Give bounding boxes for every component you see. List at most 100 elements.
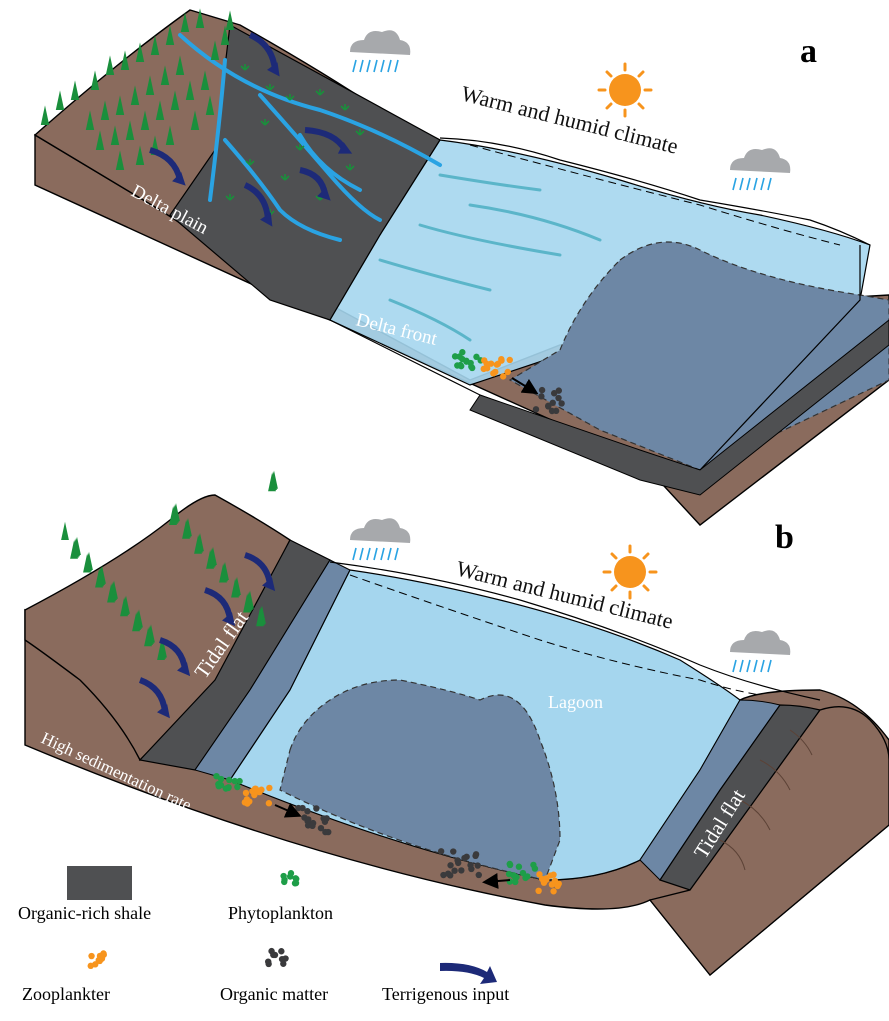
tree-icon: [185, 80, 195, 100]
legend-label-zooplankter: Zooplankter: [22, 984, 110, 1004]
transport-arrow: [482, 873, 511, 889]
organic-matter-particle: [454, 859, 462, 867]
organic-matter-particle: [265, 958, 272, 965]
tree-icon: [220, 25, 230, 45]
panel-a-sun-icon: [597, 62, 653, 118]
zooplankter-particle: [550, 888, 557, 895]
panel-a-forest: [40, 8, 365, 216]
panel-a-biota: [451, 349, 565, 415]
organic-matter-particle: [304, 808, 311, 815]
organic-matter-particle: [280, 960, 287, 967]
panel-b-forest: [61, 470, 278, 660]
tree-icon: [194, 535, 202, 554]
tree-icon: [165, 25, 175, 45]
phytoplankton-particle: [231, 777, 239, 785]
panel-b-right-margin: [639, 699, 781, 881]
organic-matter-particle: [295, 804, 302, 812]
organic-matter-particle: [313, 805, 320, 812]
tree-icon: [157, 641, 165, 660]
plant-icon: [315, 89, 325, 96]
panel-b-right-tidal-flat: [659, 704, 821, 891]
phytoplankton-particle: [451, 353, 459, 360]
plant-icon: [345, 164, 355, 171]
plant-icon: [245, 159, 255, 166]
tree-icon: [243, 594, 251, 613]
legend-item-zooplankter: Zooplankter: [22, 950, 110, 1004]
tree-icon: [145, 75, 155, 95]
tree-icon: [210, 40, 220, 60]
terrigenous-arrowhead: [177, 662, 191, 677]
zooplankter-particle: [492, 368, 499, 376]
tree-icon: [182, 520, 190, 539]
legend-label-phytoplankton: Phytoplankton: [228, 903, 333, 923]
tree-icon: [115, 150, 125, 170]
tree-icon: [219, 564, 227, 583]
tree-icon: [105, 55, 115, 75]
plant-icon: [355, 129, 365, 136]
organic-matter-particle: [461, 854, 468, 862]
tree-icon: [90, 70, 100, 90]
organic-matter-particle: [305, 816, 312, 823]
tree-icon: [256, 608, 264, 627]
panel-a-letter: a: [800, 33, 817, 70]
organic-matter-particle: [458, 867, 465, 874]
phytoplankton-particle: [225, 784, 232, 792]
tree-icon: [155, 100, 165, 120]
panel-b-letter: b: [775, 519, 794, 556]
panel-a-rain-cloud-icon: [350, 30, 411, 73]
panel-a-river-network: [178, 33, 442, 242]
zooplankter-icon: [87, 950, 107, 970]
panel-b-biota: [213, 772, 562, 895]
phytoplankton-particle: [519, 869, 527, 877]
tree-icon: [70, 80, 80, 100]
tree-icon: [115, 95, 125, 115]
zooplankter-particle: [100, 951, 107, 958]
tree-icon: [190, 110, 200, 130]
phytoplankton-particle: [512, 878, 519, 886]
tree-icon: [132, 613, 140, 632]
tree-icon: [195, 8, 205, 28]
zooplankter-particle: [484, 365, 491, 372]
panel-b-shoreline: [329, 561, 821, 701]
zooplankter-particle: [555, 880, 562, 887]
panel-b-left-hill: [24, 494, 291, 762]
legend-label-organic-matter: Organic matter: [220, 984, 328, 1004]
organic-matter-particle: [467, 861, 474, 869]
tree-icon: [135, 42, 145, 62]
organic-matter-particle: [447, 862, 454, 869]
terrigenous-arrowhead: [317, 187, 331, 201]
phytoplankton-particle: [217, 781, 225, 789]
phytoplankton-particle: [287, 870, 295, 877]
tree-icon: [85, 110, 95, 130]
transport-arrow: [274, 802, 302, 818]
panel-b-left-tidal-flat: [138, 539, 331, 771]
tree-icon: [206, 550, 214, 569]
zooplankter-particle: [499, 373, 507, 380]
organic-matter-particle: [304, 822, 312, 829]
terrigenous-arrowhead: [337, 142, 353, 154]
tree-icon: [140, 110, 150, 130]
zooplankter-particle: [265, 800, 273, 807]
organic-matter-particle: [474, 862, 481, 869]
organic-matter-particle: [322, 828, 329, 836]
organic-matter-particle: [317, 824, 325, 832]
organic-matter-particle: [555, 387, 562, 394]
plant-icon: [285, 94, 295, 101]
tree-icon: [120, 598, 128, 617]
organic-matter-particle: [538, 393, 545, 400]
zooplankter-particle: [494, 360, 502, 368]
legend-item-terrigenous-input: Terrigenous input: [382, 962, 509, 1004]
tree-icon: [70, 540, 78, 559]
terrigenous-arrowhead: [262, 577, 276, 592]
phytoplankton-particle: [515, 863, 523, 870]
tree-icon: [120, 50, 130, 70]
legend-item-phytoplankton: Phytoplankton: [228, 870, 333, 923]
phytoplankton-particle: [226, 776, 233, 784]
zooplankter-particle: [506, 356, 513, 364]
panel-a-climate-label: Warm and humid climate: [459, 81, 681, 159]
legend: Organic-rich shale Phytoplankton Zooplan…: [18, 866, 509, 1004]
tree-icon: [160, 65, 170, 85]
zooplankter-particle: [504, 368, 511, 376]
organic-matter-particle: [475, 871, 482, 879]
